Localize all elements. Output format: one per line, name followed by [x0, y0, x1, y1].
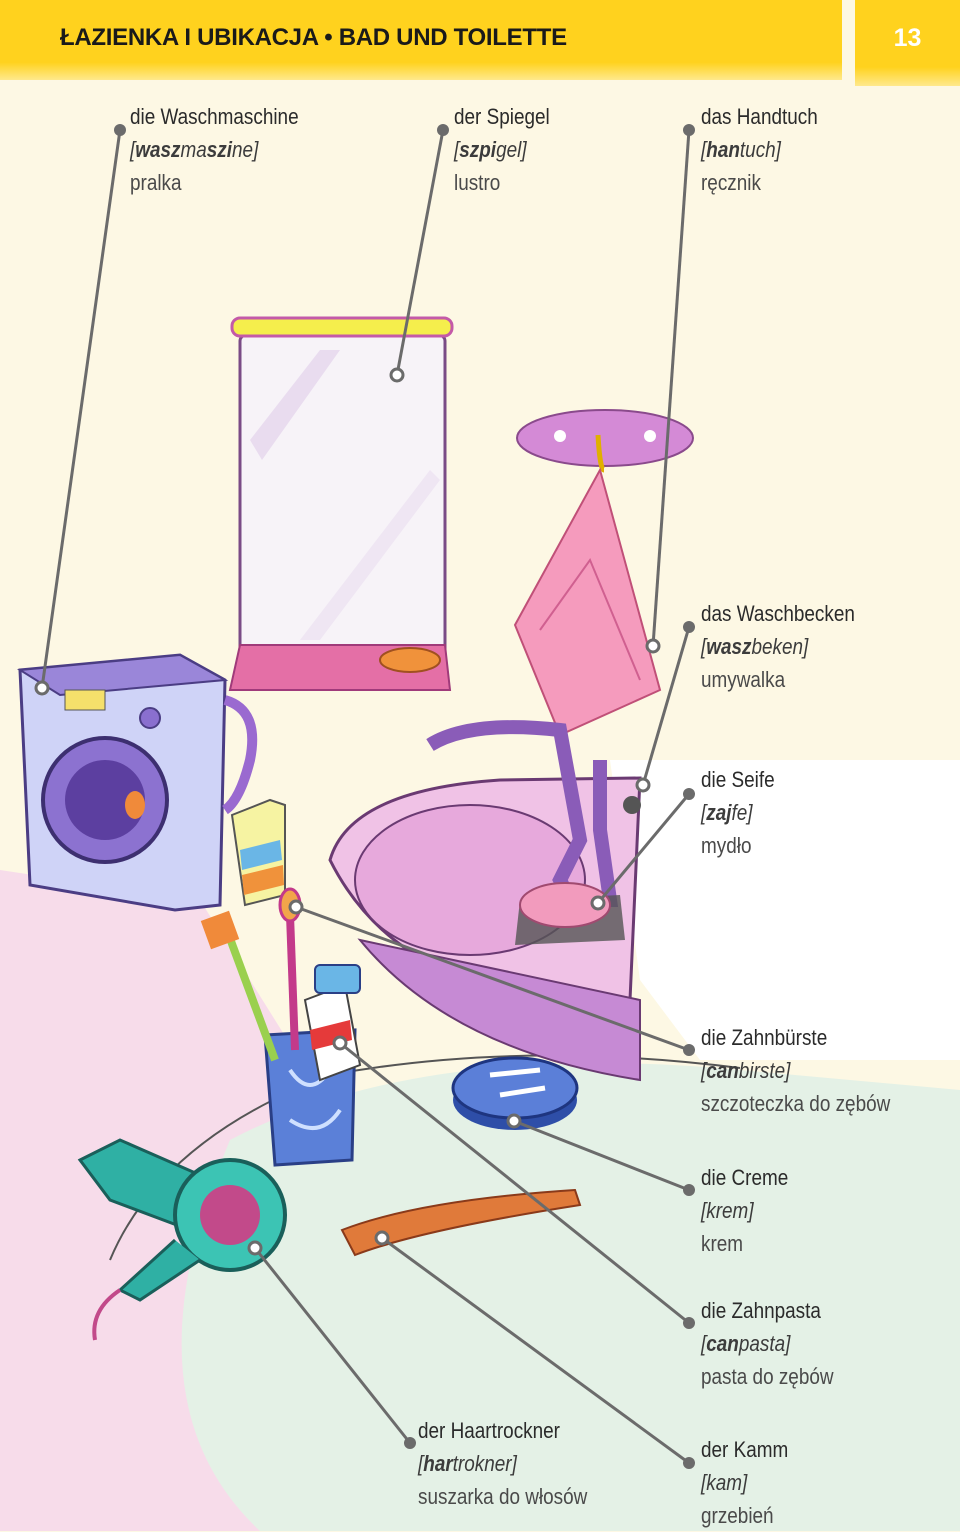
german-word: das Handtuch — [701, 104, 818, 129]
pron-part: pasta — [738, 1331, 786, 1356]
detergent-box-icon — [230, 798, 286, 907]
pron-part: beken — [751, 634, 804, 659]
pron-part: ne — [232, 137, 254, 162]
cream-jar-icon — [451, 1056, 579, 1130]
label-cream: die Creme [krem] krem — [701, 1161, 788, 1260]
german-word: die Seife — [701, 767, 775, 792]
german-word: die Waschmaschine — [130, 104, 299, 129]
page-number: 13 — [893, 24, 922, 52]
leader-line-cream — [513, 1119, 690, 1192]
pron-part: trokner — [452, 1451, 512, 1476]
german-word: die Creme — [701, 1165, 789, 1190]
label-toothpaste: die Zahnpasta [canpasta] pasta do zębów — [701, 1294, 834, 1393]
leader-line-towel — [651, 129, 691, 647]
label-washing-machine: die Waschmaschine [waszmaszine] pralka — [130, 100, 299, 199]
comb-icon — [340, 1188, 582, 1257]
toothbrush-cup-icon — [200, 887, 362, 1167]
pronunciation: [canpasta] — [701, 1331, 791, 1356]
pron-part: can — [706, 1331, 739, 1356]
polish-word: lustro — [454, 170, 501, 195]
label-mirror: der Spiegel [szpigel] lustro — [454, 100, 550, 199]
pron-part: can — [706, 1058, 739, 1083]
pronunciation: [hantuch] — [701, 137, 781, 162]
pron-part: han — [706, 137, 740, 162]
pron-part: szi — [206, 137, 233, 162]
german-word: der Spiegel — [454, 104, 550, 129]
pronunciation: [zajfe] — [701, 800, 753, 825]
pron-part: wasz — [135, 137, 181, 162]
page-number-tab: 13 — [855, 0, 960, 86]
polish-word: mydło — [701, 833, 752, 858]
label-toothbrush: die Zahnbürste [canbirste] szczoteczka d… — [701, 1021, 890, 1120]
leader-dots — [114, 124, 695, 1469]
german-word: der Kamm — [701, 1437, 789, 1462]
pron-part: wasz — [706, 634, 752, 659]
pron-part: kam — [706, 1470, 743, 1495]
pron-part: szpi — [459, 137, 497, 162]
label-hairdryer: der Haartrockner [hartrokner] suszarka d… — [418, 1414, 587, 1513]
leader-end-rings — [34, 367, 661, 1256]
leader-line-toothpaste — [339, 1041, 690, 1325]
pronunciation: [waszmaszine] — [130, 137, 259, 162]
pronunciation: [canbirste] — [701, 1058, 791, 1083]
pron-part: zaj — [706, 800, 732, 825]
pron-part: birste — [738, 1058, 786, 1083]
pronunciation: [waszbeken] — [701, 634, 809, 659]
pron-part: krem — [706, 1198, 749, 1223]
pron-part: tuch — [739, 137, 776, 162]
hairdryer-icon — [77, 1138, 287, 1341]
label-towel: das Handtuch [hantuch] ręcznik — [701, 100, 818, 199]
polish-word: pasta do zębów — [701, 1364, 834, 1389]
page-title: ŁAZIENKA I UBIKACJA • BAD UND TOILETTE — [60, 24, 567, 51]
washing-machine-icon — [16, 653, 258, 912]
polish-word: umywalka — [701, 667, 786, 692]
towel-icon — [513, 409, 694, 737]
leader-line-washing-machine — [40, 129, 122, 689]
polish-word: ręcznik — [701, 170, 761, 195]
header-bar: ŁAZIENKA I UBIKACJA • BAD UND TOILETTE — [0, 0, 842, 80]
leader-line-sink — [641, 626, 691, 786]
german-word: die Zahnbürste — [701, 1025, 828, 1050]
leader-line-hairdryer — [253, 1247, 412, 1444]
german-word: der Haartrockner — [418, 1418, 560, 1443]
polish-word: szczoteczka do zębów — [701, 1091, 891, 1116]
pronunciation: [hartrokner] — [418, 1451, 517, 1476]
pronunciation: [szpigel] — [454, 137, 527, 162]
leader-line-mirror — [395, 129, 445, 376]
german-word: das Waschbecken — [701, 601, 855, 626]
leader-lines — [40, 129, 691, 1465]
german-word: die Zahnpasta — [701, 1298, 821, 1323]
pronunciation: [krem] — [701, 1198, 754, 1223]
leader-line-comb — [381, 1236, 690, 1465]
pronunciation: [kam] — [701, 1470, 748, 1495]
mirror-icon — [228, 316, 454, 691]
label-comb: der Kamm [kam] grzebień — [701, 1433, 788, 1532]
pron-part: fe — [731, 800, 748, 825]
leader-line-toothbrush — [295, 905, 690, 1052]
polish-word: grzebień — [701, 1503, 774, 1528]
counter-green-area — [181, 1063, 960, 1531]
label-sink: das Waschbecken [waszbeken] umywalka — [701, 597, 855, 696]
polish-word: krem — [701, 1231, 744, 1256]
pron-part: gel — [496, 137, 522, 162]
pron-part: har — [423, 1451, 453, 1476]
leader-line-soap — [596, 793, 691, 904]
polish-word: suszarka do włosów — [418, 1484, 588, 1509]
wall-white-area — [610, 760, 960, 1060]
label-soap: die Seife [zajfe] mydło — [701, 763, 775, 862]
pron-part: ma — [180, 137, 207, 162]
polish-word: pralka — [130, 170, 182, 195]
